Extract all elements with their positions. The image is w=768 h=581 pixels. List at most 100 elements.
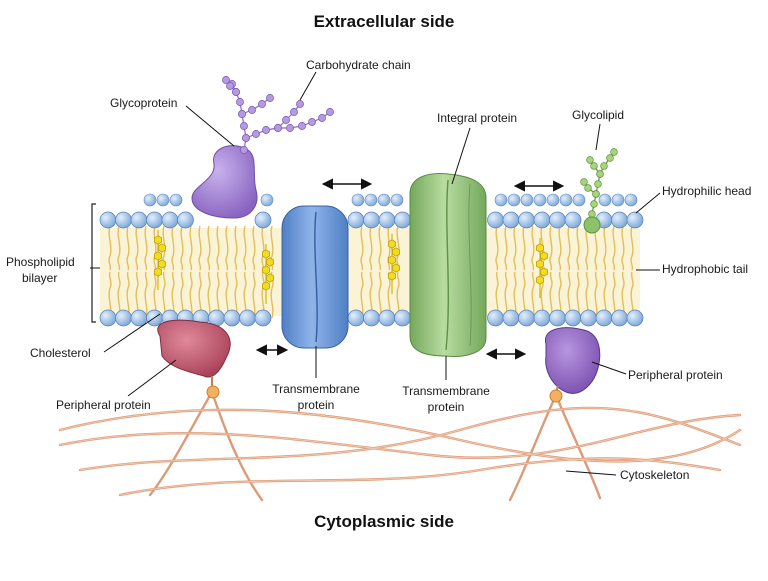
tail-lower [135,271,139,319]
cholesterol [388,234,400,294]
tail-lower [522,271,526,319]
cholesterol [154,230,166,290]
tail-upper [558,225,562,271]
head-back [377,193,391,207]
sugar-unit [590,162,598,170]
transmembrane-protein-blue [281,205,349,349]
tail-upper [171,225,175,271]
tail-lower [234,271,238,319]
head-back [520,193,534,207]
sugar-unit [610,148,618,156]
label-glycolipid: Glycolipid [572,108,625,122]
label-transmembrane-left-1: Transmembrane [272,382,360,396]
head-back [572,193,586,207]
tail-upper [135,225,139,271]
tail-upper [126,225,130,271]
sugar-unit [252,130,260,138]
head-top [161,211,179,229]
tail-upper [594,225,598,271]
tail-upper [495,225,499,271]
head-bottom [487,309,504,327]
integral-protein-green [409,173,487,357]
sugar-unit [286,124,294,132]
label-cytoskeleton: Cytoskeleton [620,468,690,482]
tail-upper [387,225,391,271]
leader-lines [90,71,661,476]
tail-lower [531,271,535,319]
sugar-unit [222,76,230,84]
tail-upper [252,225,256,271]
head-back [624,193,638,207]
head-top [487,211,504,229]
head-top [130,211,148,229]
hydrophilic-heads-bottom [99,309,644,327]
extracellular-title: Extracellular side [313,12,455,31]
tail-upper [630,225,634,271]
tail-upper [585,225,589,271]
tail-lower [180,271,184,319]
tail-lower [567,271,571,319]
tail-lower [378,271,382,319]
label-hydrophobic-tail: Hydrophobic tail [662,262,749,276]
head-bottom [239,309,256,327]
head-bottom [549,309,566,327]
head-top [626,211,644,229]
sugar-unit [266,94,274,102]
head-back [494,193,508,207]
tail-lower [585,271,589,319]
cytoplasmic-title: Cytoplasmic side [314,512,454,531]
tail-lower [630,271,634,319]
sugar-unit [596,170,604,178]
tail-upper [522,225,526,271]
label-phospholipid: Phospholipid [6,255,75,269]
sugar-unit [240,122,248,130]
tail-upper [234,225,238,271]
tail-lower [162,271,166,319]
cholesterol [536,238,548,298]
head-bottom [580,309,597,327]
head-back [156,193,170,207]
sugar-unit [590,200,598,208]
head-top [177,211,194,229]
sugar-unit [580,178,588,186]
head-back [169,193,183,207]
cholesterol [262,244,274,304]
head-back [143,193,157,207]
tail-lower [495,271,499,319]
head-top [146,211,163,229]
tail-upper [378,225,382,271]
tail-upper [603,225,607,271]
tail-lower [603,271,607,319]
sugar-unit [238,110,246,118]
glycoprotein-body [191,145,258,219]
tail-upper [504,225,508,271]
head-bottom [595,309,613,327]
head-top [502,211,520,229]
tail-upper [513,225,517,271]
tail-upper [270,225,274,271]
tail-upper [216,225,220,271]
bilayer-bracket [91,203,96,323]
head-bottom [99,309,117,327]
head-bottom [611,309,628,327]
head-back [598,193,612,207]
sugar-unit [594,180,602,188]
label-carbohydrate-chain: Carbohydrate chain [306,58,411,72]
tail-lower [225,271,229,319]
head-bottom [363,309,380,327]
bilayer-core [100,228,640,316]
tail-lower [252,271,256,319]
tail-upper [108,225,112,271]
tail-upper [612,225,616,271]
head-bottom [223,309,241,327]
tail-upper [189,225,193,271]
tail-upper [621,225,625,271]
head-back [611,193,625,207]
tail-upper [243,225,247,271]
head-top [347,211,365,229]
tail-lower [144,271,148,319]
label-bilayer: bilayer [22,271,58,285]
tail-lower [369,271,373,319]
